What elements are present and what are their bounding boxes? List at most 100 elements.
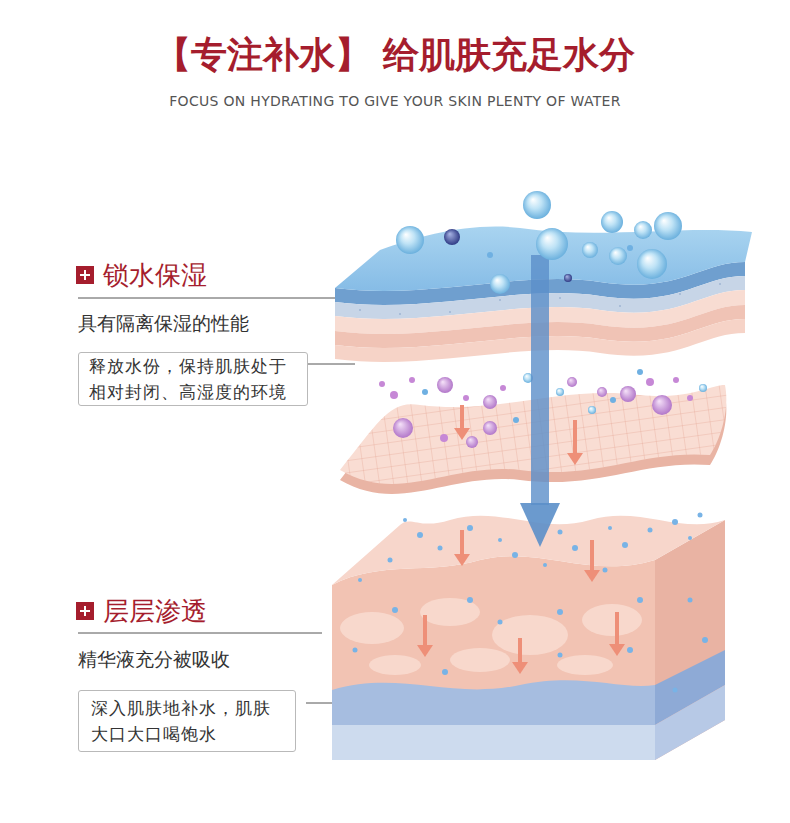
skin-block — [557, 655, 613, 675]
water-bubble — [487, 252, 493, 258]
skin-block — [388, 558, 393, 563]
flow-arrow — [615, 612, 619, 646]
gel-layer — [619, 305, 621, 307]
leader-line — [306, 364, 355, 365]
flow-arrow — [609, 644, 625, 656]
skin-block — [603, 568, 608, 573]
section-heading: 层层渗透 — [103, 596, 207, 626]
gel-layer — [499, 299, 501, 301]
particle — [463, 395, 469, 401]
plus-icon — [76, 266, 94, 284]
skin-block — [332, 725, 655, 760]
water-bubble — [536, 228, 568, 260]
water-bubble — [396, 191, 682, 294]
skin-block — [582, 604, 642, 636]
section-description: 具有隔离保湿的性能 — [78, 310, 249, 336]
particle — [513, 417, 519, 423]
label-wrap: FOCUS ON HYDRATING TO GIVE YOUR SKIN PLE… — [0, 91, 790, 111]
plus-icon — [80, 606, 90, 616]
plus-icon — [80, 270, 90, 280]
subtitle: FOCUS ON HYDRATING TO GIVE YOUR SKIN PLE… — [0, 91, 790, 111]
water-bubble — [582, 242, 598, 258]
particle — [620, 386, 636, 402]
water-bubble — [654, 212, 682, 240]
particle — [440, 434, 448, 442]
water-bubble — [490, 274, 510, 294]
skin-block — [688, 536, 692, 540]
particle — [610, 397, 616, 403]
particle — [673, 377, 679, 383]
skin-block — [467, 525, 473, 531]
flow-arrow — [584, 570, 600, 582]
flow-arrow — [460, 405, 464, 430]
skin-block — [688, 598, 693, 603]
skin-block — [648, 528, 653, 533]
flow-arrow — [417, 645, 433, 657]
particle — [646, 378, 654, 386]
particle — [556, 388, 564, 396]
flow-arrow — [512, 662, 528, 674]
flow-arrow — [423, 615, 427, 647]
particle — [409, 377, 415, 383]
skin-block — [655, 520, 725, 760]
skin-block — [492, 615, 568, 655]
flow-arrow — [567, 453, 583, 465]
flow-arrow — [573, 420, 577, 455]
skin-block — [672, 519, 678, 525]
label-wrap: 具有隔离保湿的性能 — [78, 310, 249, 336]
skin-block — [332, 516, 725, 585]
particle — [393, 418, 413, 438]
skin-block — [442, 669, 448, 675]
flow-arrow — [518, 638, 522, 664]
skin-block — [417, 532, 423, 538]
water-bubble — [627, 245, 633, 251]
skin-block — [673, 688, 678, 693]
skin-block — [558, 530, 563, 535]
callout-box: 释放水份，保持肌肤处于 相对封闭、高湿度的环境 — [78, 352, 308, 406]
gel-layer — [559, 297, 561, 299]
particle — [652, 395, 672, 415]
callout-text: 释放水份，保持肌肤处于 相对封闭、高湿度的环境 — [89, 353, 297, 405]
skin-block — [622, 542, 628, 548]
skin-block — [608, 526, 612, 530]
water-bubble — [523, 191, 551, 219]
flow-arrow — [460, 530, 464, 556]
skin-block — [512, 552, 518, 558]
skin-block — [557, 609, 563, 615]
skin-block — [572, 545, 578, 551]
water-bubble — [601, 211, 623, 233]
skin-block — [358, 578, 362, 582]
particle — [567, 377, 577, 387]
skin-block — [543, 563, 547, 567]
water-bubble — [609, 247, 627, 265]
label-wrap: 锁水保湿 — [103, 260, 207, 290]
particle — [379, 381, 385, 387]
particle — [390, 391, 398, 399]
water-bubble — [637, 249, 667, 279]
particle — [483, 395, 497, 409]
callout-box: 深入肌肤地补水，肌肤 大口大口喝饱水 — [78, 690, 296, 752]
callout-text: 深入肌肤地补水，肌肤 大口大口喝饱水 — [91, 695, 283, 747]
penetration-arrow — [520, 503, 560, 547]
skin-block — [558, 653, 563, 658]
skin-block — [420, 598, 480, 626]
particle — [500, 385, 506, 391]
particle — [588, 406, 596, 414]
leader-line — [78, 298, 358, 703]
label-wrap: 精华液充分被吸收 — [78, 646, 230, 672]
skin-block — [332, 680, 655, 725]
water-bubble — [564, 274, 572, 282]
skin-block — [332, 556, 655, 760]
particle — [699, 384, 707, 392]
gel-layer — [399, 313, 401, 315]
title-wrap: 【专注补水】 给肌肤充足水分 — [0, 33, 790, 77]
skin-block — [702, 637, 708, 643]
section-description: 精华液充分被吸收 — [78, 646, 230, 672]
leader-line — [78, 298, 336, 299]
water-bubble — [396, 226, 424, 254]
particle — [483, 421, 497, 435]
particle — [597, 387, 607, 397]
skin-block — [498, 620, 503, 625]
water-bubble — [444, 229, 460, 245]
particle — [466, 436, 478, 448]
